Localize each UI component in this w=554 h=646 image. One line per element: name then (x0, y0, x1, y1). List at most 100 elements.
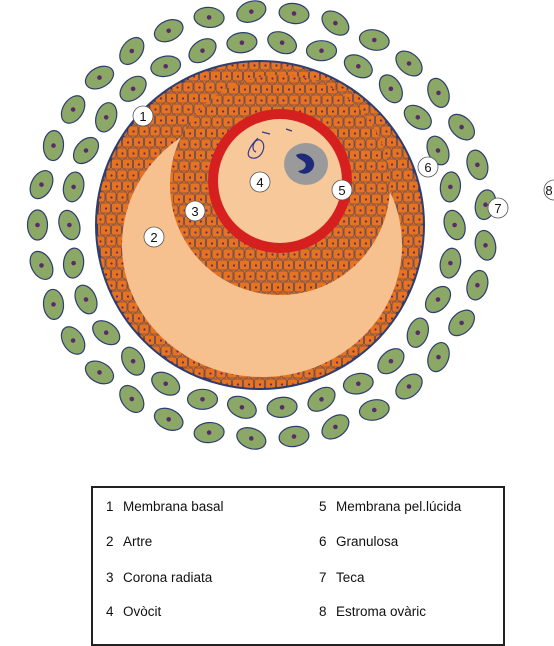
granulosa-nucleus (105, 273, 107, 275)
granulosa-nucleus (149, 75, 151, 77)
granulosa-nucleus (348, 253, 350, 255)
granulosa-nucleus (310, 264, 312, 266)
granulosa-nucleus (189, 198, 191, 200)
granulosa-nucleus (194, 187, 196, 189)
granulosa-nucleus (299, 286, 301, 288)
granulosa-nucleus (160, 361, 162, 363)
ovarian-follicle-diagram: 1 2 3 4 5 6 7 8 (0, 0, 554, 460)
granulosa-nucleus (407, 284, 409, 286)
granulosa-nucleus (314, 383, 316, 385)
granulosa-nucleus (222, 132, 224, 134)
granulosa-nucleus (391, 141, 393, 143)
granulosa-nucleus (359, 187, 361, 189)
granulosa-nucleus (293, 253, 295, 255)
granulosa-nucleus (260, 77, 262, 79)
granulosa-nucleus (385, 108, 387, 110)
granulosa-nucleus (424, 185, 426, 187)
theca-cell (69, 133, 104, 169)
granulosa-nucleus (127, 339, 129, 341)
granulosa-nucleus (319, 372, 321, 374)
granulosa-nucleus (233, 110, 235, 112)
granulosa-nucleus (205, 143, 207, 145)
granulosa-nucleus (253, 64, 255, 66)
granulosa-nucleus (363, 86, 365, 88)
granulosa-nucleus (282, 99, 284, 101)
granulosa-nucleus (189, 132, 191, 134)
granulosa-nucleus (348, 77, 350, 79)
theca-cell (61, 170, 87, 204)
granulosa-nucleus (171, 141, 173, 143)
granulosa-nucleus (176, 130, 178, 132)
granulosa-cell (101, 291, 111, 301)
granulosa-nucleus (293, 99, 295, 101)
granulosa-nucleus (374, 372, 376, 374)
granulosa-nucleus (176, 86, 178, 88)
granulosa-nucleus (127, 317, 129, 319)
granulosa-nucleus (200, 220, 202, 222)
theca-cell (234, 0, 269, 26)
granulosa-nucleus (321, 264, 323, 266)
svg-text:1: 1 (139, 109, 146, 124)
granulosa-nucleus (237, 383, 239, 385)
theca-cell (234, 424, 269, 453)
granulosa-cell (370, 82, 380, 92)
granulosa-nucleus (264, 64, 266, 66)
theca-cell (391, 369, 427, 404)
granulosa-nucleus (418, 394, 420, 396)
theca-cell (278, 1, 311, 25)
granulosa-nucleus (154, 130, 156, 132)
granulosa-nucleus (337, 275, 339, 277)
theca-cell (317, 6, 353, 40)
granulosa-nucleus (286, 64, 288, 66)
granulosa-cell (398, 313, 408, 323)
granulosa-nucleus (105, 141, 107, 143)
granulosa-nucleus (132, 152, 134, 154)
granulosa-nucleus (182, 75, 184, 77)
granulosa-nucleus (370, 209, 372, 211)
granulosa-nucleus (337, 231, 339, 233)
granulosa-cell (392, 104, 402, 114)
theca-cell (151, 404, 187, 435)
svg-text:2: 2 (150, 230, 157, 245)
granulosa-nucleus (407, 306, 409, 308)
granulosa-nucleus (205, 187, 207, 189)
legend-item-3: 3Corona radiata (106, 570, 212, 585)
granulosa-nucleus (116, 251, 118, 253)
granulosa-nucleus (127, 163, 129, 165)
granulosa-cell (414, 280, 424, 290)
granulosa-nucleus (380, 97, 382, 99)
granulosa-nucleus (424, 361, 426, 363)
granulosa-nucleus (149, 361, 151, 363)
marker-6: 6 (418, 157, 438, 177)
granulosa-nucleus (354, 110, 356, 112)
granulosa-nucleus (160, 97, 162, 99)
theca-cell (148, 368, 184, 400)
granulosa-cell (403, 82, 413, 92)
granulosa-nucleus (110, 130, 112, 132)
theca-cell (375, 71, 407, 107)
granulosa-nucleus (138, 317, 140, 319)
granulosa-nucleus (429, 130, 431, 132)
granulosa-cell (394, 106, 404, 116)
granulosa-nucleus (271, 275, 273, 277)
granulosa-nucleus (392, 121, 394, 123)
theca-cell (115, 33, 149, 69)
granulosa-nucleus (121, 64, 123, 66)
granulosa-cell (420, 269, 430, 279)
granulosa-nucleus (429, 218, 431, 220)
svg-text:8: 8 (545, 183, 552, 198)
theca-cell (307, 41, 337, 61)
granulosa-nucleus (200, 132, 202, 134)
granulosa-cell (101, 137, 111, 147)
theca-cell (391, 46, 427, 81)
granulosa-nucleus (233, 264, 235, 266)
theca-cell (437, 246, 463, 280)
theca-cell (43, 289, 65, 320)
granulosa-nucleus (277, 264, 279, 266)
granulosa-nucleus (297, 372, 299, 374)
granulosa-nucleus (255, 88, 257, 90)
granulosa-nucleus (341, 64, 343, 66)
granulosa-nucleus (193, 383, 195, 385)
marker-7: 7 (488, 198, 508, 218)
granulosa-nucleus (365, 132, 367, 134)
